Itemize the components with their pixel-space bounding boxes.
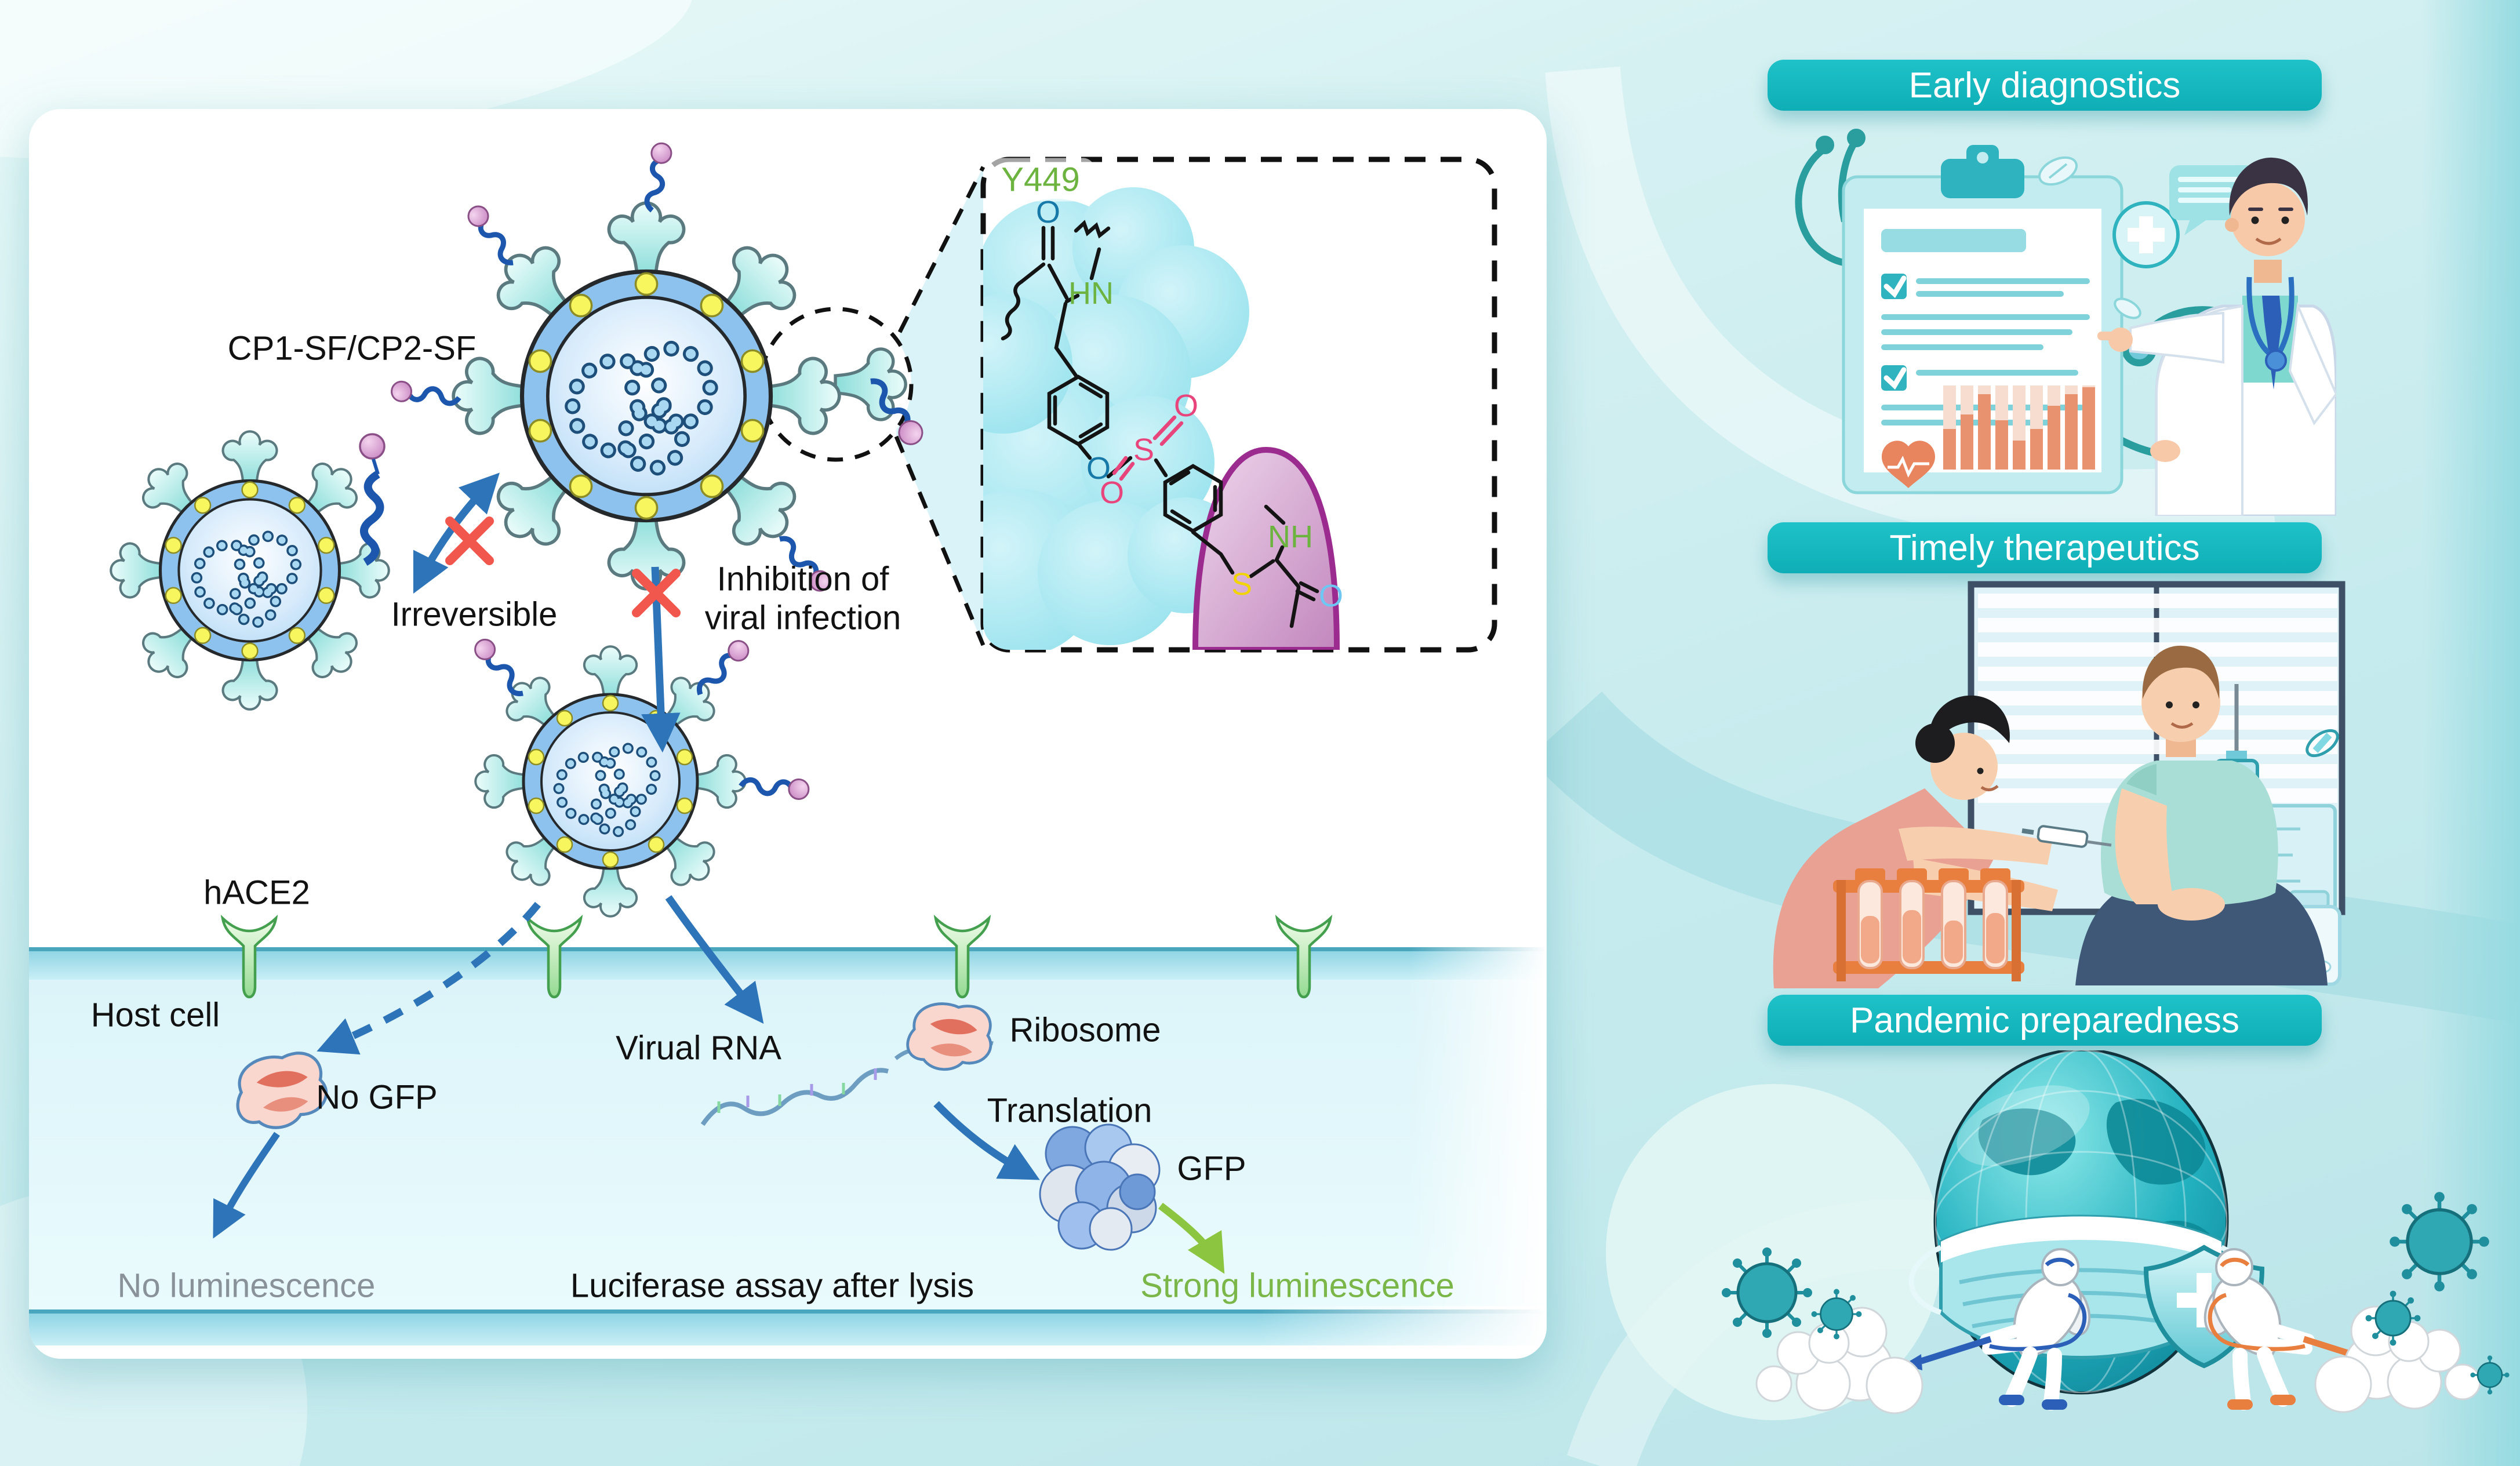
gfp-label: GFP [1177,1149,1246,1188]
atom-s-thioether: S [1231,567,1253,602]
peptide-label: CP1-SF/CP2-SF [227,329,477,368]
globe [1908,1050,2254,1395]
medical-cross-icon [2112,201,2180,268]
early-diagnostics-illustration [1795,129,2336,516]
peptide-helix-icon [359,433,386,566]
banner-timely-therapeutics: Timely therapeutics [1768,522,2322,573]
host-cell-interior [29,980,1547,1313]
atom-o-sulfonyl-top: O [1173,388,1199,423]
entry-arrow [665,895,764,1024]
translation-label: Translation [987,1092,1152,1130]
atom-o-carbonyl: O [1035,195,1061,230]
red-cross-icon-2 [632,569,681,617]
red-cross-icon [445,516,494,565]
residue-label: Y449 [986,158,1095,202]
magnifier-cone [896,167,983,645]
heart-icon [1882,441,1935,488]
virus-inhibited-icon [475,646,745,916]
virus-free-icon [111,431,388,709]
ribosome-label: Ribosome [1009,1011,1161,1049]
atom-hn: HN [1068,276,1114,311]
strong-luminescence-label: Strong luminescence [1140,1267,1454,1305]
no-entry-dashed-arrow [317,901,541,1055]
hazmat-worker-right [2203,1248,2391,1410]
no-gfp-arrow [213,1132,280,1239]
atom-o-sulfonyl-bottom: O [1099,475,1125,510]
cell-membrane [29,951,1547,980]
mechanism-panel: CP1-SF/CP2-SF Irreversible Inhibition of… [29,109,1547,1359]
luciferase-label: Luciferase assay after lysis [570,1267,974,1305]
virus-particle-icons [1722,1192,2510,1395]
banner-early-diagnostics: Early diagnostics [1768,60,2322,111]
inhibition-label: Inhibition of viral infection [704,560,901,636]
patient-figure [2075,645,2328,985]
no-gfp-label: No GFP [316,1078,438,1116]
hace2-label: hACE2 [203,874,310,912]
gfp-protein-icon [1039,1123,1161,1251]
host-cell-label: Host cell [90,996,220,1034]
atom-o-phenol: O [1086,451,1111,486]
luminescence-arrow [1158,1202,1225,1274]
pill-icon [2038,156,2141,319]
chemical-structure [1001,220,1319,628]
rbd-cloud [983,187,1249,650]
small-syringe [2021,825,2112,848]
doctor-figure [2097,157,2336,516]
atom-o-ketone: O [1318,579,1344,613]
no-luminescence-label: No luminescence [117,1267,376,1305]
mechanism-scene [29,109,1547,1349]
banner-pandemic-preparedness: Pandemic preparedness [1768,995,2322,1046]
peptide-blob [1192,446,1340,650]
face-mask [1908,1214,2254,1359]
ribosome-icon-right [894,1000,995,1074]
translation-arrow [933,1101,1040,1180]
timely-therapeutics-illustration [1773,581,2346,988]
rna-squiggle [700,1068,889,1126]
atom-s-sulfonyl: S [1133,432,1155,467]
viral-rna-label: Virual RNA [616,1029,781,1067]
bar-chart [1943,385,2095,470]
pandemic-preparedness-illustration [1722,1050,2510,1414]
hazmat-worker-left [1904,1248,2091,1410]
atom-nh: NH [1268,519,1313,554]
clipboard [1842,145,2123,494]
irreversible-label: Irreversible [391,595,558,634]
test-tube-rack [1833,868,2024,981]
magnified-peptide-icon [870,378,923,445]
